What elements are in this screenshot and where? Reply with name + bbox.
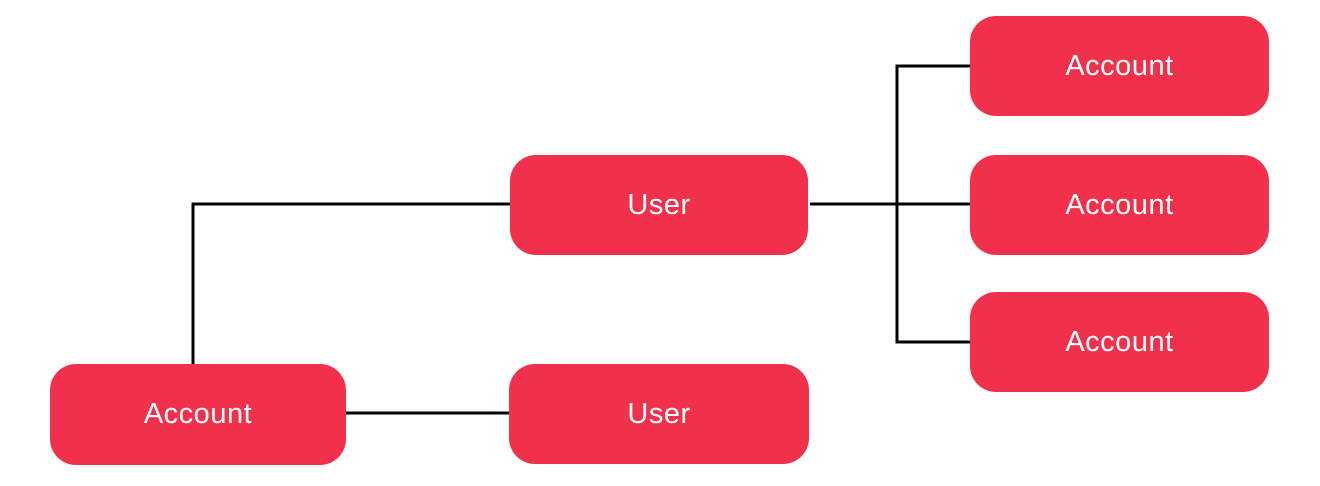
edge-account-bottom-left-to-user-middle (191, 202, 510, 364)
node-user-bottom[interactable]: User (509, 364, 809, 464)
node-account-middle-right[interactable]: Account (970, 155, 1269, 255)
node-label: User (627, 397, 691, 430)
node-label: Account (143, 398, 253, 430)
node-user-middle[interactable]: User (510, 155, 808, 255)
node-label: Account (1065, 188, 1174, 221)
node-account-top-right[interactable]: Account (970, 16, 1269, 116)
node-account-bottom-left[interactable]: Account (50, 364, 346, 465)
node-account-bottom-right[interactable]: Account (970, 292, 1269, 392)
edge-user-middle-to-account-bottom-right (810, 202, 970, 344)
node-label: Account (1065, 325, 1174, 358)
edge-user-middle-to-account-top-right (810, 64, 970, 206)
node-label: Account (1065, 49, 1174, 82)
node-label: User (627, 188, 691, 221)
